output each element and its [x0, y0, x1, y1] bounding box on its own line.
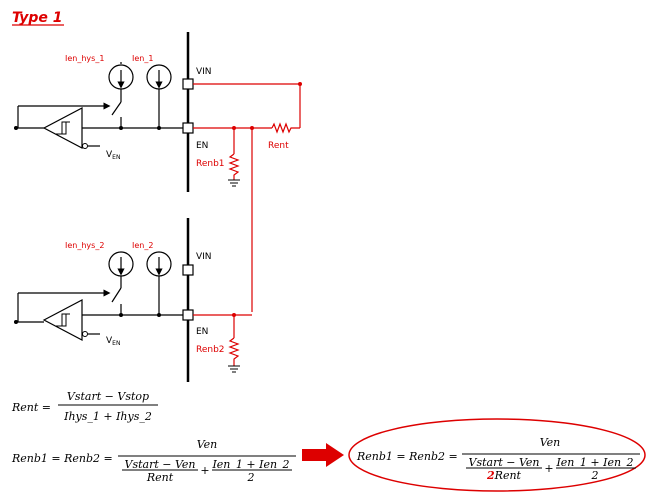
- pin-en-top: [182, 122, 194, 134]
- pin-en-bottom: [182, 309, 194, 321]
- hysteresis-icon-bottom: [56, 313, 70, 327]
- svg-text:Ien_1 + Ien_2: Ien_1 + Ien_2: [555, 456, 633, 469]
- svg-text:Vstart − Ven: Vstart − Ven: [469, 456, 540, 469]
- label-renb1: Renb1: [196, 159, 225, 169]
- svg-text:Renb1 = Renb2 =: Renb1 = Renb2 =: [356, 450, 458, 463]
- label-ven-top: VEN: [106, 150, 120, 161]
- comparator-top: [42, 107, 83, 149]
- external-wiring-bottom: [193, 314, 252, 366]
- current-source-en-1: [146, 64, 172, 128]
- pin-vin-top: [182, 78, 194, 90]
- inverting-output-icon: [82, 143, 88, 149]
- current-source-hys-2: [108, 251, 134, 315]
- label-ien-2: Ien_2: [132, 241, 153, 250]
- current-source-hys-1: [108, 62, 134, 128]
- bottom-circuit: Ien_hys_2 Ien_2 VEN VIN EN Renb2: [14, 218, 252, 382]
- label-rent: Rent: [268, 141, 289, 151]
- resistor-rent: [271, 122, 300, 134]
- label-vin-bottom: VIN: [196, 252, 212, 262]
- comparator-bottom: [42, 299, 83, 341]
- svg-text:Vstart − Vstop: Vstart − Vstop: [67, 390, 149, 403]
- label-renb2: Renb2: [196, 345, 225, 355]
- label-vin-top: VIN: [196, 67, 212, 77]
- highlight-ellipse: [348, 418, 646, 492]
- external-wiring: [193, 83, 301, 312]
- diagram-title: Type 1: [12, 10, 63, 26]
- inverting-output-icon-bottom: [82, 331, 88, 337]
- label-ien-1: Ien_1: [132, 54, 153, 63]
- equation-renb: Renb1 = Renb2 = Ven Vstart − Ven Rent + …: [11, 438, 296, 484]
- equation-renb-corrected: Renb1 = Renb2 = Ven Vstart − Ven 2Rent +…: [356, 436, 640, 482]
- label-en-top: EN: [196, 141, 208, 151]
- svg-text:Vstart − Ven: Vstart − Ven: [125, 458, 196, 471]
- switch-bottom: [111, 287, 122, 303]
- svg-text:Renb1 = Renb2 =: Renb1 = Renb2 =: [11, 452, 113, 465]
- svg-text:Rent =: Rent =: [11, 401, 51, 414]
- label-en-bottom: EN: [196, 327, 208, 337]
- svg-text:Ien_1 + Ien_2: Ien_1 + Ien_2: [211, 458, 289, 471]
- hysteresis-icon: [56, 121, 70, 135]
- label-ien-hys-2: Ien_hys_2: [65, 241, 104, 250]
- equation-rent: Rent = Vstart − Vstop Ihys_1 + Ihys_2: [11, 390, 158, 423]
- switch-top: [111, 101, 122, 116]
- label-ien-hys-1: Ien_hys_1: [65, 54, 104, 63]
- svg-text:2Rent: 2Rent: [486, 469, 522, 482]
- top-circuit: Ien_hys_1 Ien_1 VEN VIN EN: [14, 32, 302, 312]
- label-ven-bottom: VEN: [106, 336, 120, 347]
- pin-vin-bottom: [182, 264, 194, 276]
- svg-text:2: 2: [591, 469, 599, 482]
- svg-text:+: +: [200, 464, 209, 477]
- svg-text:+: +: [544, 462, 553, 475]
- svg-text:Ihys_1 + Ihys_2: Ihys_1 + Ihys_2: [63, 410, 152, 423]
- current-source-en-2: [146, 251, 172, 315]
- svg-text:Ven: Ven: [197, 438, 218, 451]
- svg-text:Rent: Rent: [146, 471, 174, 484]
- arrow-right-icon: [302, 443, 344, 467]
- svg-text:Ven: Ven: [540, 436, 561, 449]
- svg-text:2: 2: [247, 471, 255, 484]
